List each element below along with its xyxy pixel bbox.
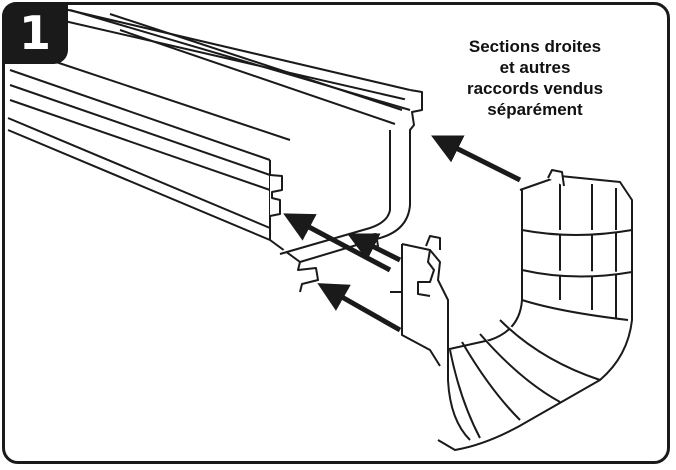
- arrow-icon: [283, 135, 522, 333]
- caption-line: séparément: [487, 100, 583, 119]
- caption-line: et autres: [499, 58, 571, 77]
- gutter-corner-fitting: [390, 169, 633, 451]
- gutter-section: [7, 7, 423, 293]
- step-number: 1: [18, 6, 51, 60]
- step-badge: 1: [2, 2, 68, 64]
- caption-line: raccords vendus: [466, 79, 604, 98]
- caption-line: Sections droites: [468, 37, 602, 56]
- caption: Sections droites et autres raccords vend…: [430, 36, 640, 120]
